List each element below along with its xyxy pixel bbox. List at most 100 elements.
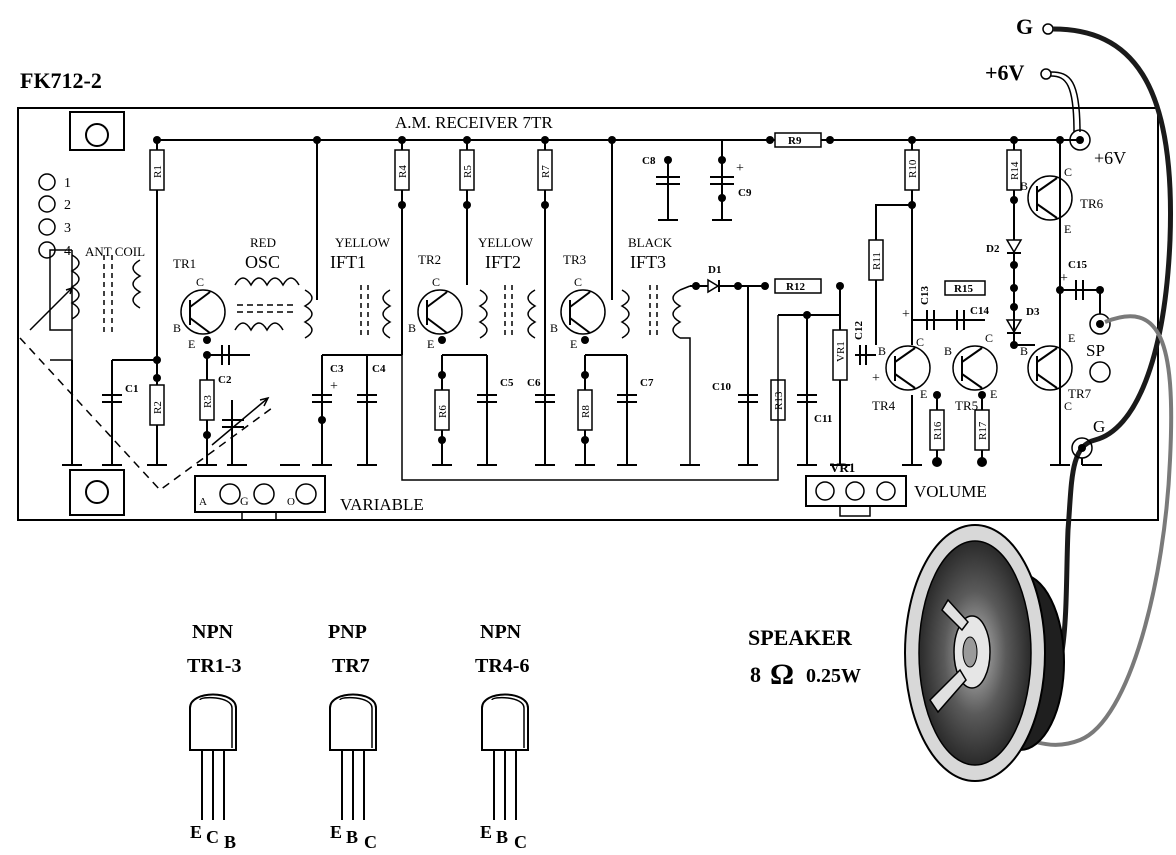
g-terminal-label: G (1093, 417, 1105, 436)
capacitor-c1: C1 (102, 359, 157, 465)
r17-label: R17 (977, 421, 989, 440)
pad-4-label: 4 (64, 244, 71, 259)
variable-pin-o: O (287, 496, 295, 508)
capacitor-c13: C13 + (902, 286, 960, 330)
board-title: A.M. RECEIVER 7TR (395, 113, 553, 132)
package-2-label: TR7 (332, 655, 370, 677)
capacitor-c9: + C9 (710, 140, 752, 221)
capacitor-c8: C8 (642, 155, 680, 221)
variable-capacitor: A G O VARIABLE (19, 337, 424, 521)
resistor-r6: R6 (434, 355, 450, 465)
package-3-label: TR4-6 (475, 655, 529, 677)
c3-label: C3 (330, 363, 344, 375)
resistor-r3: R3 (199, 351, 215, 465)
transistor-tr2: TR2 B C E (408, 252, 463, 351)
volume-label: VOLUME (914, 482, 987, 501)
variable-pin-g: G (240, 494, 249, 508)
package-npn-tr1-3: NPN TR1-3 E C B (187, 621, 241, 852)
capacitor-c10: C10 (712, 285, 758, 465)
r16-label: R16 (932, 421, 944, 440)
speaker-terminals: SP G (1071, 290, 1111, 465)
capacitor-c4: C4 (357, 355, 386, 465)
capacitor-c11: C11 (797, 311, 832, 465)
mounting-hole-bottom (69, 469, 125, 516)
resistor-r7: R7 (537, 136, 553, 465)
osc-coil: RED OSC (234, 235, 300, 332)
variable-label: VARIABLE (340, 495, 424, 514)
vr1-board-label: VR1 (835, 341, 847, 362)
pad-3-label: 3 (64, 221, 71, 236)
speaker-title: SPEAKER (748, 625, 853, 650)
tr4-b-label: B (878, 344, 886, 358)
c14-label: C14 (970, 305, 989, 317)
c15-label: C15 (1068, 259, 1087, 271)
tr2-c-label: C (432, 275, 440, 289)
package-2-type: PNP (328, 621, 367, 643)
r13-label: R13 (773, 391, 785, 410)
resistor-r10: R10 (904, 136, 920, 345)
package-3-pin-2: B (496, 827, 508, 847)
package-3-type: NPN (480, 621, 522, 643)
tr4-label: TR4 (872, 398, 896, 413)
resistor-r2: R2 (149, 356, 165, 465)
c10-label: C10 (712, 381, 731, 393)
r5-label: R5 (462, 165, 474, 178)
speaker-ohm-value: 8 (750, 662, 761, 687)
tr7-b-label: B (1020, 344, 1028, 358)
ift2-color-label: YELLOW (478, 235, 534, 250)
c13-plus: + (902, 307, 910, 322)
supply-terminal-label: +6V (985, 60, 1025, 85)
transistor-tr3: TR3 B C E (550, 252, 606, 351)
pad-2-label: 2 (64, 198, 71, 213)
capacitor-c2: C2 (207, 345, 250, 386)
ift1-color-label: YELLOW (335, 235, 391, 250)
r15-label: R15 (954, 283, 973, 295)
capacitor-c14: C14 (956, 305, 989, 330)
package-npn-tr4-6: NPN TR4-6 E B C (475, 621, 529, 852)
c2-label: C2 (218, 374, 232, 386)
speaker-caption: SPEAKER 8 Ω 0.25W (748, 625, 861, 691)
variable-pin-a: A (199, 496, 207, 508)
c1-label: C1 (125, 383, 138, 395)
tr5-b-label: B (944, 344, 952, 358)
tr6-e-label: E (1064, 222, 1071, 236)
capacitor-c5: C5 (442, 354, 514, 465)
r2-label: R2 (152, 401, 164, 414)
tr1-c-label: C (196, 275, 204, 289)
r8-label: R8 (580, 405, 592, 418)
ift3-label: IFT3 (630, 252, 666, 272)
r11-label: R11 (871, 252, 883, 270)
board-code: FK712-2 (20, 68, 102, 93)
vr1-label: VR1 (830, 460, 855, 475)
capacitor-c12: C12 + (853, 321, 880, 386)
speaker-power: 0.25W (806, 665, 861, 687)
pad-1-label: 1 (64, 176, 71, 191)
tr1-e-label: E (188, 337, 195, 351)
speaker-wire-grey (998, 314, 1174, 747)
board-plus6v-label: +6V (1094, 148, 1126, 168)
volume-control: VR1 VOLUME (805, 460, 987, 517)
package-3-pin-3: C (514, 832, 527, 852)
c4-label: C4 (372, 363, 386, 375)
ift3-coil: BLACK IFT3 (620, 235, 691, 465)
tr3-c-label: C (574, 275, 582, 289)
tr7-c-label: C (1064, 399, 1072, 413)
ground-terminal-label: G (1016, 14, 1033, 39)
tr6-label: TR6 (1080, 196, 1104, 211)
resistor-r1: R1 (149, 136, 165, 360)
d3-label: D3 (1026, 306, 1040, 318)
supply-verticals (313, 136, 1064, 300)
antenna-coil: ANT COIL (29, 244, 145, 465)
resistor-r15: R15 (944, 280, 1018, 296)
c12-label: C12 (853, 321, 865, 340)
tr1-label: TR1 (173, 256, 196, 271)
tr5-e-label: E (990, 387, 997, 401)
resistor-r17: R17 (974, 395, 990, 467)
d1-label: D1 (708, 264, 721, 276)
pad-list: 1 2 3 4 (38, 173, 71, 259)
vr1-trimmer: VR1 (832, 286, 848, 465)
r14-label: R14 (1009, 161, 1021, 180)
r12-label: R12 (786, 281, 805, 293)
transistor-tr1: TR1 B C E (173, 256, 226, 351)
